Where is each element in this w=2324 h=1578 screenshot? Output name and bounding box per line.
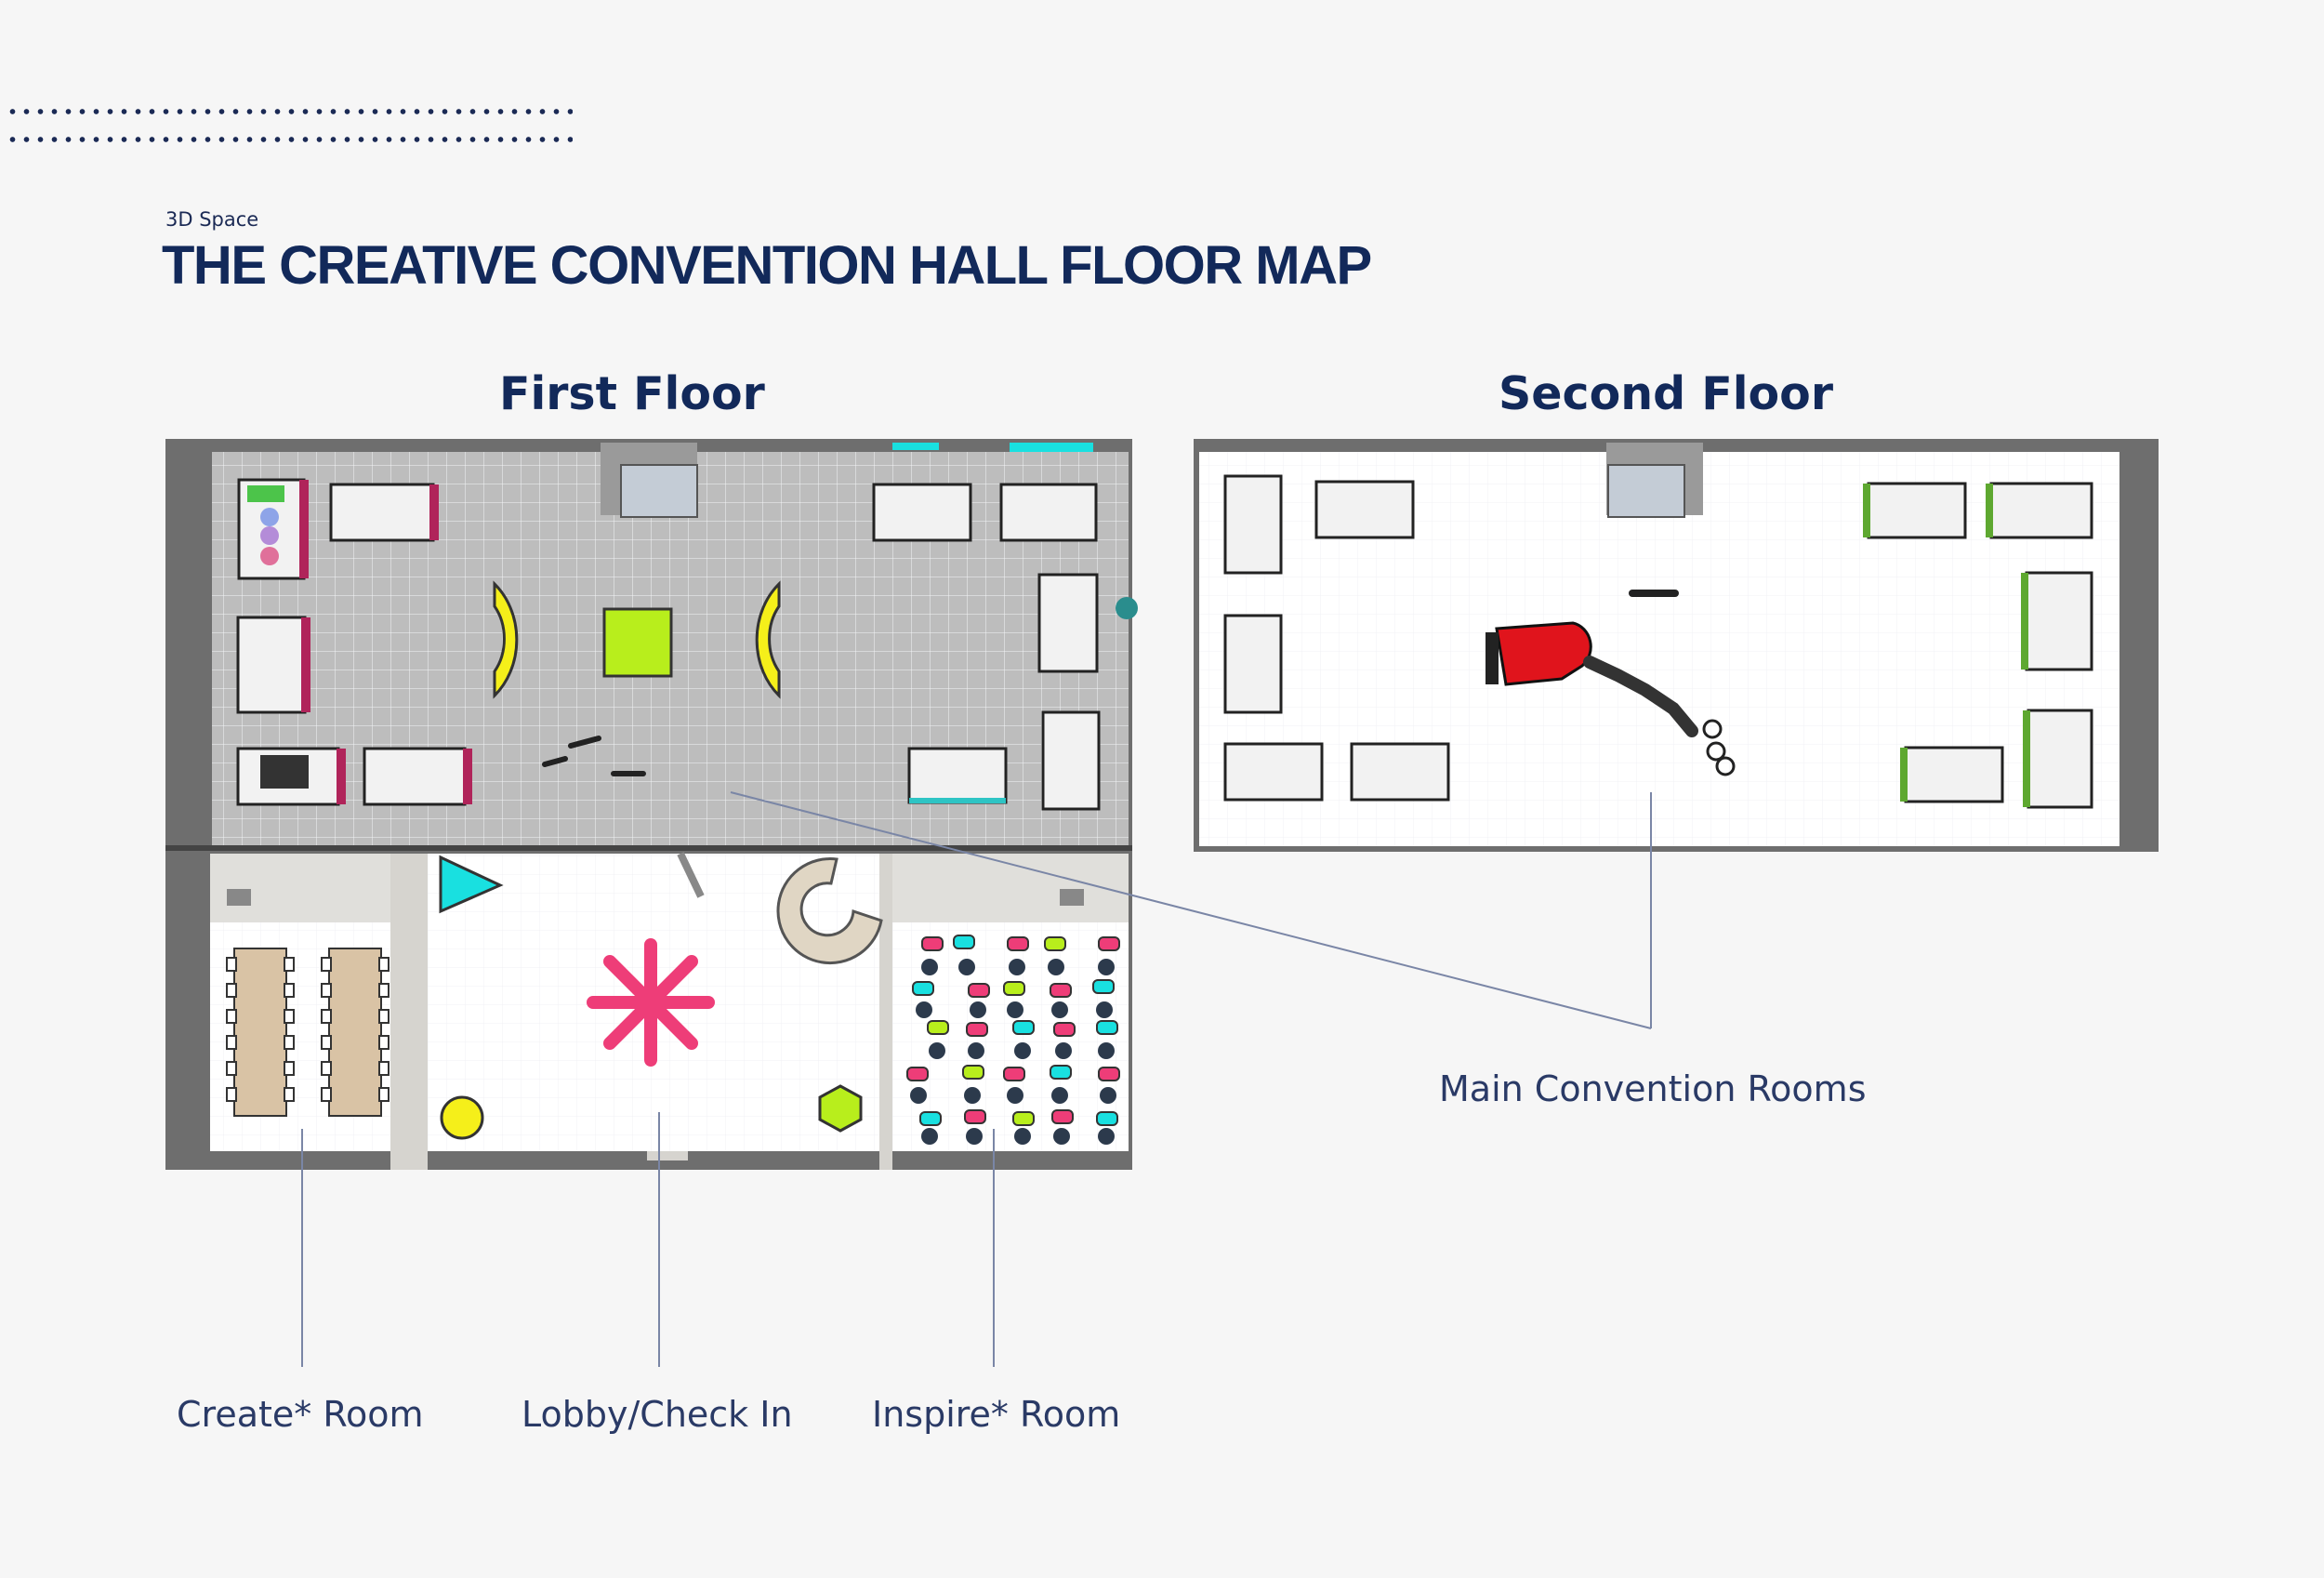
second-floor-plan xyxy=(1194,439,2159,852)
leader-line-first-floor xyxy=(730,791,1652,1029)
second-floor-title: Second Floor xyxy=(1499,367,1834,420)
eyebrow-label: 3D Space xyxy=(165,208,259,231)
create-room-table-1 xyxy=(233,948,287,1117)
lime-hexagon xyxy=(818,1084,863,1133)
lime-square xyxy=(602,607,673,678)
callout-create-room: Create* Room xyxy=(177,1394,424,1435)
page-title: THE CREATIVE CONVENTION HALL FLOOR MAP xyxy=(162,235,1372,296)
decorative-dots-bottom xyxy=(6,136,573,143)
yellow-circle xyxy=(440,1095,484,1140)
first-floor-title: First Floor xyxy=(499,367,765,420)
leader-lines xyxy=(301,791,1652,1367)
callout-inspire-room: Inspire* Room xyxy=(872,1394,1121,1435)
decorative-dots-top xyxy=(6,108,573,115)
callout-lobby: Lobby/Check In xyxy=(522,1394,793,1435)
first-floor-plan xyxy=(165,439,1138,1170)
inspire-room-seating xyxy=(906,935,1120,1126)
yellow-arc-right xyxy=(755,580,781,699)
cyan-triangle xyxy=(439,855,504,914)
pink-star xyxy=(587,938,715,1067)
create-room-table-2 xyxy=(328,948,382,1117)
check-in-desk xyxy=(776,857,883,964)
callout-main-convention-rooms: Main Convention Rooms xyxy=(1439,1068,1867,1109)
yellow-arc-left xyxy=(493,580,519,699)
piano xyxy=(1495,621,1592,686)
